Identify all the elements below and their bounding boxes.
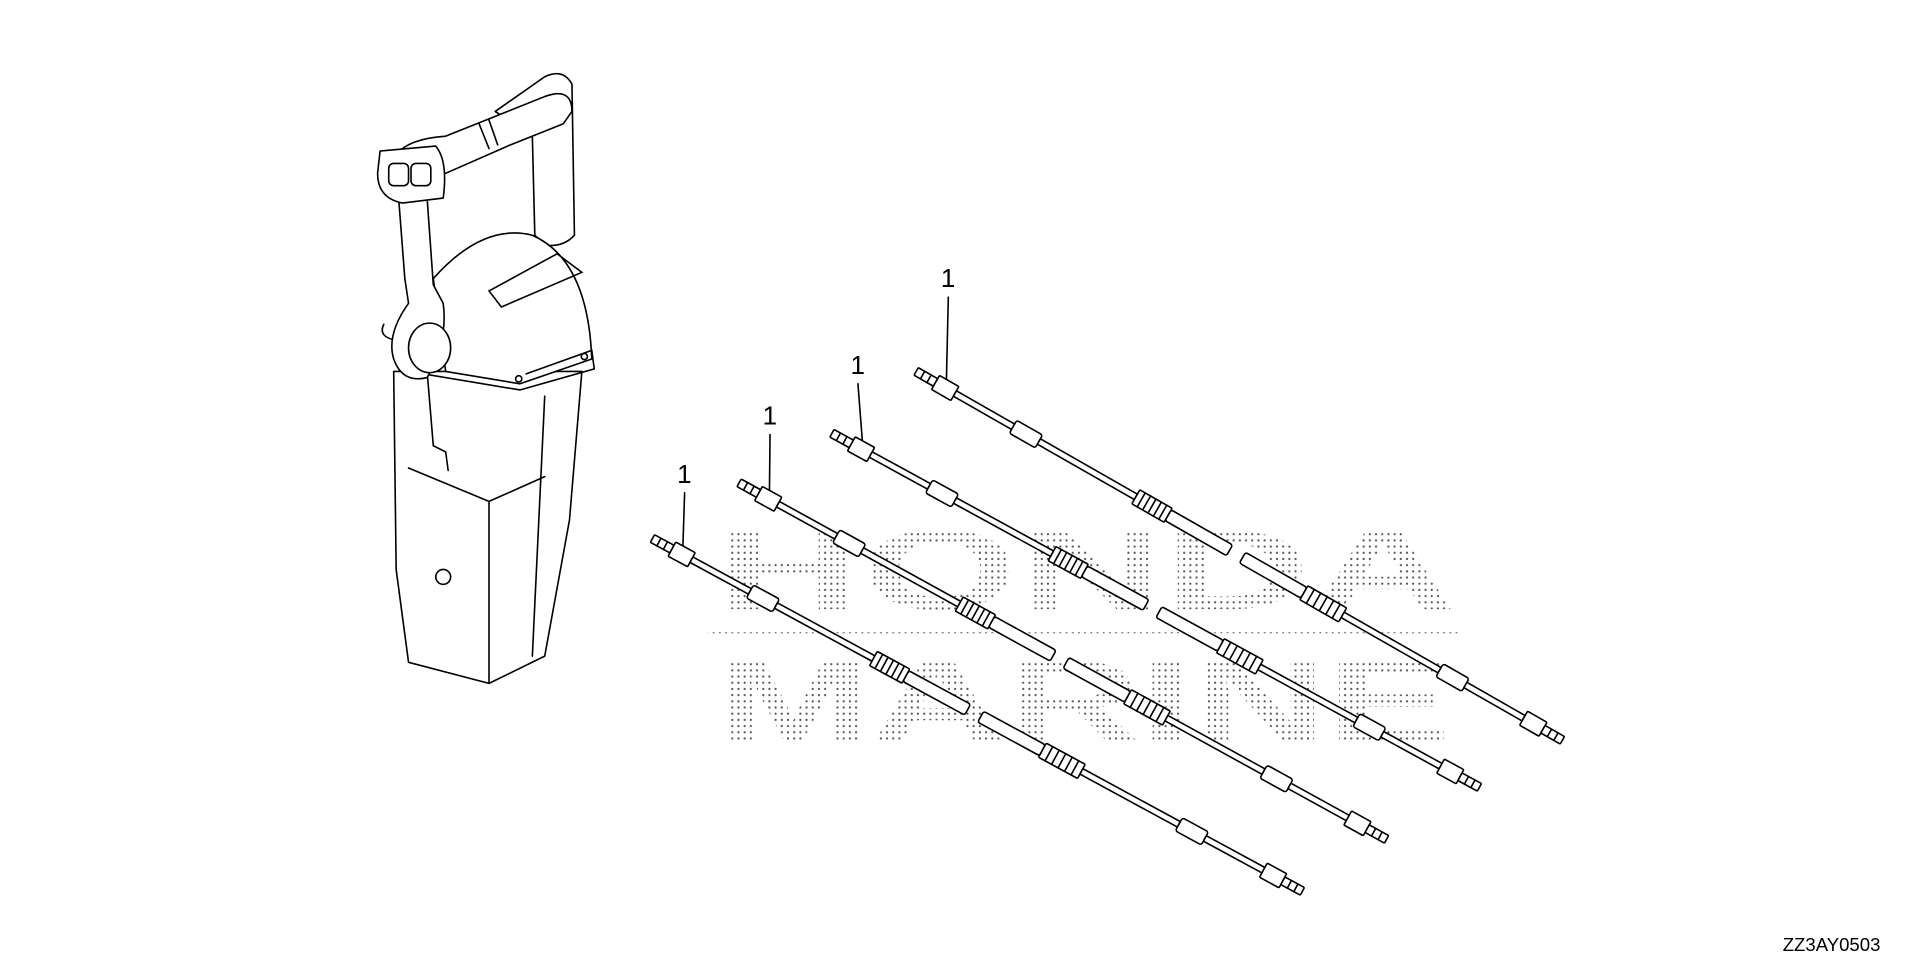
- watermark: HONDA MARINE: [708, 507, 1461, 765]
- callout-leader: [857, 382, 864, 442]
- control-cable[interactable]: 1: [828, 350, 1483, 795]
- cable-wire: [1463, 681, 1526, 722]
- cable-stud: [1280, 876, 1305, 896]
- cable-wire: [868, 451, 931, 490]
- callout-number[interactable]: 1: [851, 350, 865, 380]
- cable-sheath: [903, 670, 971, 716]
- cable-wire: [1203, 835, 1266, 874]
- control-cable[interactable]: 1: [912, 263, 1566, 747]
- cable-wire: [1287, 782, 1350, 822]
- cable-wire: [1037, 438, 1138, 500]
- cable-wire: [1079, 768, 1181, 828]
- callout-number[interactable]: 1: [677, 459, 691, 489]
- callout-leader: [945, 296, 950, 381]
- cable-stud: [1540, 725, 1565, 745]
- remote-control-box[interactable]: [376, 72, 596, 685]
- callout-leader: [682, 491, 686, 547]
- callout-leader: [768, 433, 771, 492]
- cable-wire: [953, 390, 1015, 430]
- cable-stud: [1457, 772, 1482, 792]
- control-cable[interactable]: 1: [735, 401, 1390, 847]
- cable-sheath: [1165, 510, 1233, 556]
- control-cable[interactable]: 1: [649, 459, 1307, 899]
- cable-stud: [1364, 824, 1390, 844]
- callout-number[interactable]: 1: [941, 263, 955, 293]
- drawing-code: ZZ3AY0503: [1783, 934, 1881, 955]
- callout-number[interactable]: 1: [763, 401, 777, 431]
- cable-sheath: [988, 616, 1057, 662]
- trim-switch-icon: [387, 162, 410, 187]
- watermark-line2: MARINE: [716, 638, 1451, 765]
- cable-sheath: [1081, 566, 1149, 611]
